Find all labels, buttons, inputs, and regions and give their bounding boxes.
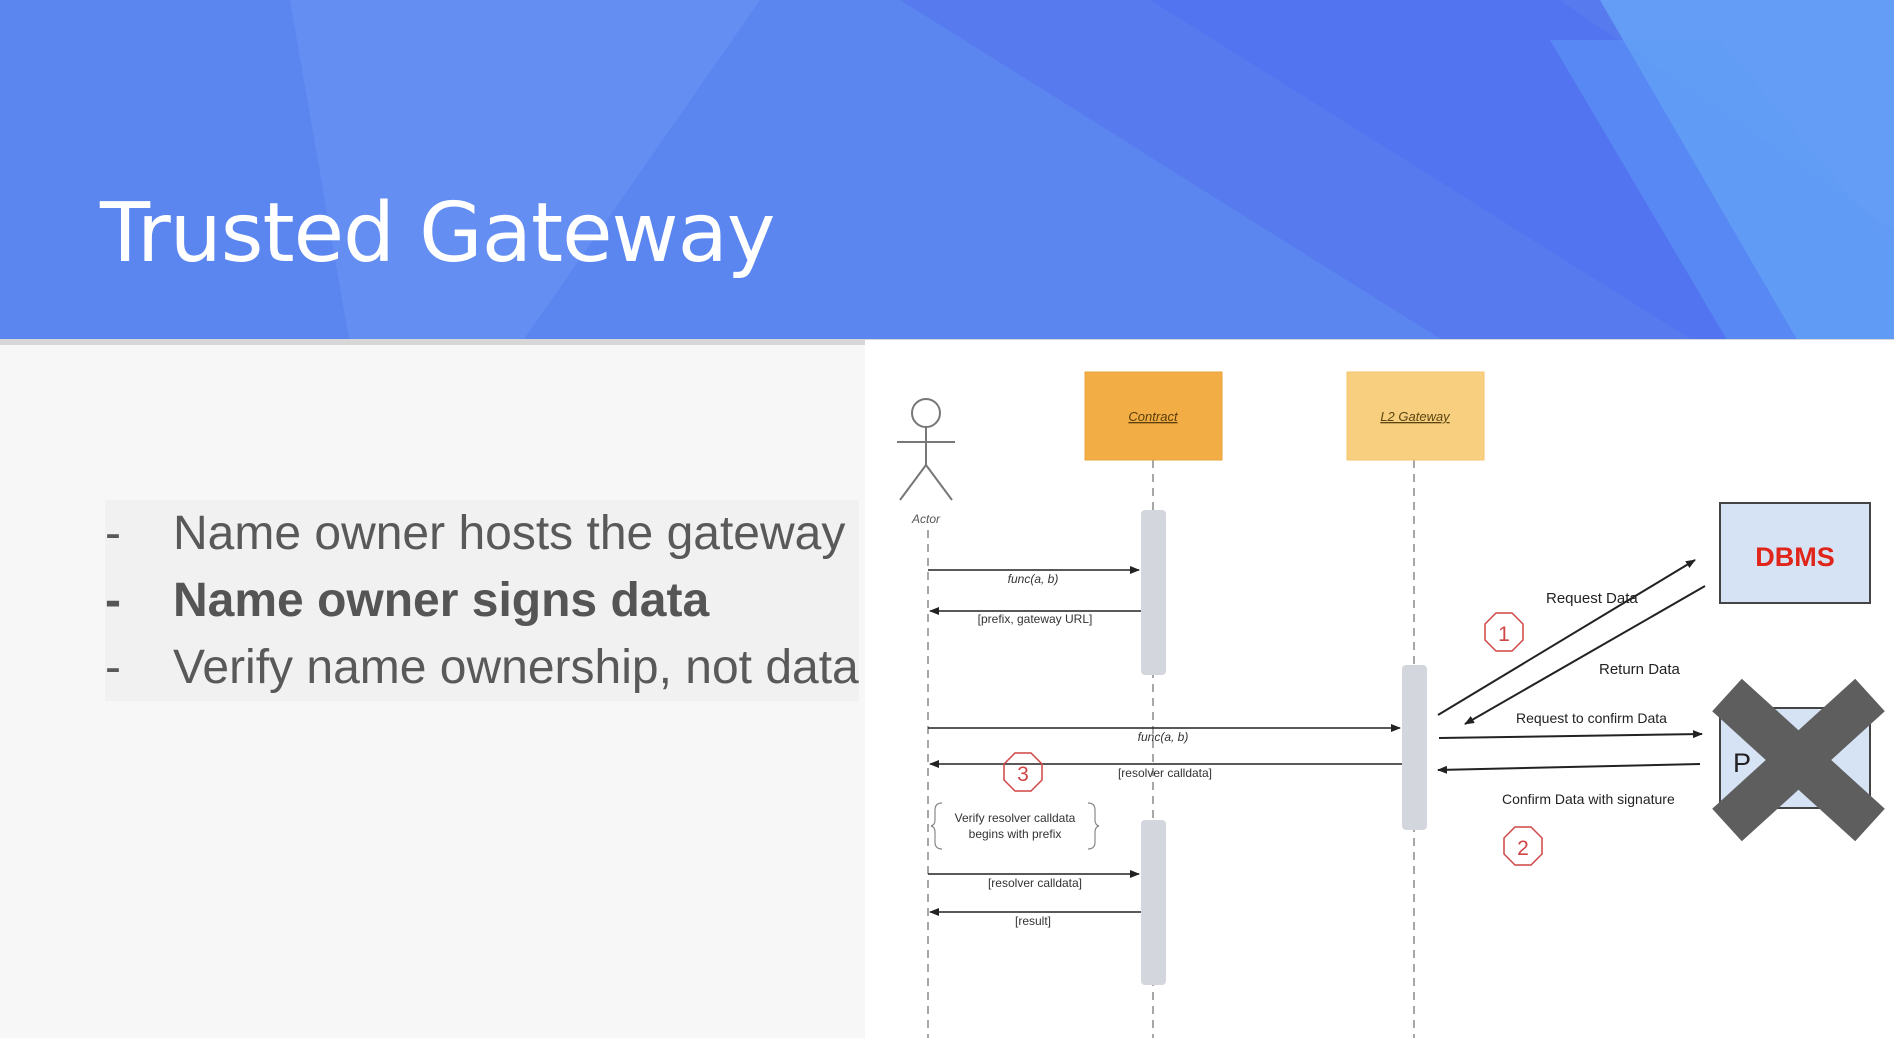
note-bracket-left xyxy=(930,802,943,850)
gateway-box xyxy=(1346,371,1485,461)
slide-title: Trusted Gateway xyxy=(100,186,775,281)
bullet-item: - Verify name ownership, not data xyxy=(105,634,859,701)
return-data-label: Return Data xyxy=(1599,661,1681,678)
note-bracket-right xyxy=(1087,802,1100,850)
message-label: func(a, b) xyxy=(1008,572,1059,586)
crossed-out-box-label: P xyxy=(1733,748,1751,778)
bullet-item: - Name owner signs data xyxy=(105,567,859,634)
step-marker-2 xyxy=(1503,826,1543,866)
confirm-signature-arrow xyxy=(1437,763,1701,774)
bullet-marker: - xyxy=(105,641,121,694)
gateway-label: L2 Gateway xyxy=(1380,409,1451,424)
contract-activation-bar xyxy=(1141,820,1166,985)
confirm-signature-label: Confirm Data with signature xyxy=(1502,791,1675,807)
actor-label: Actor xyxy=(911,512,941,526)
note-text-line2: begins with prefix xyxy=(969,827,1062,841)
step-number: 2 xyxy=(1517,837,1529,860)
message-label: [result] xyxy=(1015,914,1051,928)
actor-figure xyxy=(897,398,955,501)
sequence-diagram: Actor Contract L2 Gateway func(a, b) [pr… xyxy=(865,340,1894,1038)
cross-out-icon xyxy=(1712,678,1885,842)
bullet-text: Name owner signs data xyxy=(173,574,710,627)
step-number: 1 xyxy=(1498,623,1510,646)
message-label: [resolver calldata] xyxy=(1118,766,1212,780)
bullet-list: - Name owner hosts the gateway - Name ow… xyxy=(105,500,859,701)
return-data-arrow xyxy=(1464,585,1706,725)
title-banner: Trusted Gateway xyxy=(0,0,1894,345)
step-number: 3 xyxy=(1017,763,1029,786)
dbms-label: DBMS xyxy=(1755,542,1835,572)
contract-activation-bar xyxy=(1141,510,1166,675)
dbms-box xyxy=(1719,502,1871,604)
contract-box xyxy=(1084,371,1223,461)
bullet-item: - Name owner hosts the gateway xyxy=(105,500,859,567)
step-marker-3 xyxy=(1003,752,1043,792)
bullet-marker: - xyxy=(105,507,121,560)
bullet-marker: - xyxy=(105,574,121,627)
banner-background xyxy=(0,0,1894,345)
request-data-arrow xyxy=(1437,559,1696,716)
request-data-label: Request Data xyxy=(1546,590,1638,607)
request-confirm-label: Request to confirm Data xyxy=(1516,710,1667,726)
sequence-diagram-canvas: Actor Contract L2 Gateway func(a, b) [pr… xyxy=(897,371,1885,1038)
request-confirm-arrow xyxy=(1438,730,1703,739)
message-label: func(a, b) xyxy=(1138,730,1189,744)
note-text-line1: Verify resolver calldata xyxy=(955,811,1076,825)
bullet-text: Verify name ownership, not data xyxy=(173,641,859,694)
contract-label: Contract xyxy=(1128,409,1179,424)
message-label: [resolver calldata] xyxy=(988,876,1082,890)
step-marker-1 xyxy=(1484,612,1524,652)
bullet-text: Name owner hosts the gateway xyxy=(173,507,846,560)
message-label: [prefix, gateway URL] xyxy=(978,612,1093,626)
gateway-activation-bar xyxy=(1402,665,1427,830)
